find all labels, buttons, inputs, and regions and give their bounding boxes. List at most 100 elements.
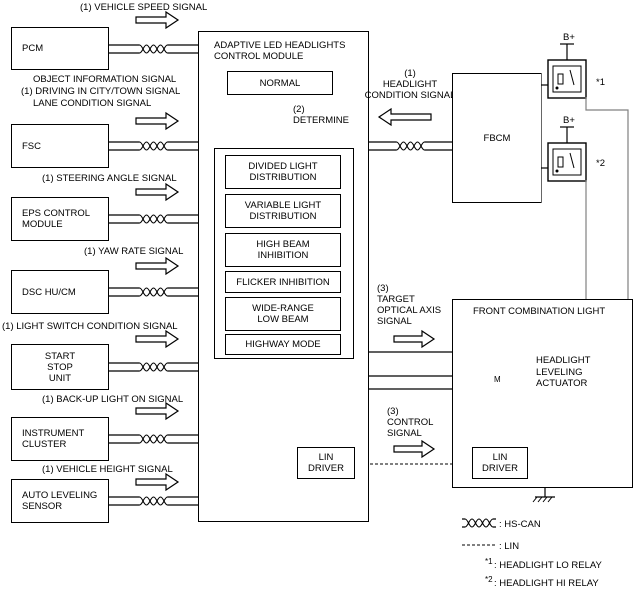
backup-light-signal-label: (1) BACK-UP LIGHT ON SIGNAL: [42, 394, 184, 405]
lin-driver-right-label: LIN DRIVER: [482, 452, 518, 474]
pcm-box: PCM: [11, 27, 109, 70]
relay-2-coil: [557, 156, 564, 168]
mode-label: VARIABLE LIGHT DISTRIBUTION: [244, 200, 322, 222]
object-info-can-twist: [139, 141, 168, 151]
legend-relay-hi-label: : HEADLIGHT HI RELAY: [494, 578, 599, 589]
light-switch-can-wire: [109, 362, 198, 372]
mode-label: HIGH BEAM INHIBITION: [256, 239, 310, 261]
relay-2-mark: *2: [596, 158, 605, 169]
steering-angle-can-twist: [139, 214, 168, 224]
vehicle-height-can-wire: [109, 496, 198, 506]
object-info-signal-line2: (1) DRIVING IN CITY/TOWN SIGNAL: [21, 86, 181, 97]
lin-driver-left-label: LIN DRIVER: [308, 452, 344, 474]
yaw-rate-signal-arrow: [135, 256, 180, 276]
control-signal-arrow: [393, 439, 436, 459]
mode-flicker-inhibition: FLICKER INHIBITION: [225, 271, 341, 293]
mode-wide-range-low-beam: WIDE-RANGE LOW BEAM: [225, 297, 341, 331]
dsc-box: DSC HU/CM: [11, 270, 109, 314]
legend-relay-lo-label: : HEADLIGHT LO RELAY: [494, 560, 602, 571]
instrument-cluster-label: INSTRUMENT CLUSTER: [22, 428, 85, 450]
object-info-can-wire: [109, 141, 198, 151]
fbcm-can-twist: [396, 141, 425, 151]
start-stop-label: START STOP UNIT: [44, 350, 76, 384]
object-info-signal-line3: LANE CONDITION SIGNAL: [33, 98, 152, 109]
vehicle-speed-can-wire: [109, 44, 198, 54]
pcm-label: PCM: [22, 43, 44, 54]
relay-1-output-wire: [585, 97, 629, 299]
target-axis-arrow: [393, 329, 436, 349]
auto-leveling-label: AUTO LEVELING SENSOR: [22, 490, 98, 512]
steering-angle-signal-label: (1) STEERING ANGLE SIGNAL: [42, 173, 177, 184]
normal-mode-label: NORMAL: [259, 77, 301, 89]
headlight-condition-signal-label: (1) HEADLIGHT CONDITION SIGNAL: [364, 68, 456, 101]
object-info-signal-arrow: [135, 111, 180, 131]
relay-1-inner: [552, 65, 582, 93]
mode-label: DIVIDED LIGHT DISTRIBUTION: [248, 161, 318, 183]
fbcm-can-wire: [369, 141, 452, 151]
mode-label: HIGHWAY MODE: [245, 339, 321, 350]
fsc-label: FSC: [22, 140, 41, 152]
instrument-cluster-box: INSTRUMENT CLUSTER: [11, 417, 109, 461]
headlight-condition-arrow: [377, 107, 432, 127]
normal-mode-box: NORMAL: [227, 71, 333, 95]
relay-1-dot: [555, 86, 559, 90]
start-stop-box: START STOP UNIT: [11, 344, 109, 390]
determine-label: (2) DETERMINE: [293, 104, 349, 126]
fsc-box: FSC: [11, 124, 109, 168]
light-switch-signal-arrow: [135, 329, 180, 349]
relay-2-inner: [552, 148, 582, 176]
lin-driver-right-box: LIN DRIVER: [472, 447, 528, 479]
relay-1-coil: [557, 73, 564, 85]
target-axis-signal-label: (3) TARGET OPTICAL AXIS SIGNAL: [377, 283, 442, 327]
mode-label: WIDE-RANGE LOW BEAM: [252, 303, 314, 325]
relay-2-dot: [555, 169, 559, 173]
legend-lin-label: : LIN: [499, 541, 520, 552]
light-switch-can-twist: [139, 362, 168, 372]
dsc-label: DSC HU/CM: [22, 286, 76, 298]
front-combination-light-label: FRONT COMBINATION LIGHT: [473, 306, 606, 317]
b-plus-2-label: B+: [563, 115, 575, 126]
headlight-leveling-actuator-label: HEADLIGHT LEVELING ACTUATOR: [536, 355, 591, 389]
mode-high-beam-inhibition: HIGH BEAM INHIBITION: [225, 233, 341, 267]
fbcm-label: FBCM: [483, 132, 511, 144]
auto-leveling-box: AUTO LEVELING SENSOR: [11, 479, 109, 523]
mode-variable-light: VARIABLE LIGHT DISTRIBUTION: [225, 194, 341, 228]
control-signal-label: (3) CONTROL SIGNAL: [387, 406, 434, 439]
yaw-rate-can-twist: [139, 287, 168, 297]
backup-light-can-twist: [139, 434, 168, 444]
relay-2-contact: [569, 152, 575, 169]
vehicle-speed-signal-arrow: [135, 10, 180, 30]
legend-hs-can-label: : HS-CAN: [499, 519, 541, 530]
backup-light-can-wire: [109, 434, 198, 444]
light-switch-signal-label: (1) LIGHT SWITCH CONDITION SIGNAL: [2, 321, 178, 332]
lin-driver-left-box: LIN DRIVER: [297, 447, 355, 479]
vehicle-speed-can-twist: [139, 44, 168, 54]
mode-highway: HIGHWAY MODE: [225, 334, 341, 355]
fbcm-box: FBCM: [452, 73, 541, 203]
vehicle-height-signal-arrow: [135, 472, 180, 492]
object-info-signal-line1: OBJECT INFORMATION SIGNAL: [33, 74, 177, 85]
steering-angle-can-wire: [109, 214, 198, 224]
eps-label: EPS CONTROL MODULE: [22, 208, 91, 230]
legend-mark-1: *1: [485, 557, 493, 566]
steering-angle-signal-arrow: [135, 182, 180, 202]
vehicle-height-can-twist: [139, 496, 168, 506]
mode-label: FLICKER INHIBITION: [236, 276, 330, 288]
eps-box: EPS CONTROL MODULE: [11, 197, 109, 241]
legend-mark-2: *2: [485, 575, 493, 584]
motor-symbol-label: M: [494, 375, 501, 384]
relay-1-contact: [569, 69, 575, 86]
mode-divided-light: DIVIDED LIGHT DISTRIBUTION: [225, 155, 341, 189]
vehicle-speed-signal-label: (1) VEHICLE SPEED SIGNAL: [80, 2, 208, 13]
backup-light-signal-arrow: [135, 401, 180, 421]
yaw-rate-can-wire: [109, 287, 198, 297]
control-module-title: ADAPTIVE LED HEADLIGHTS CONTROL MODULE: [214, 40, 346, 62]
vehicle-height-signal-label: (1) VEHICLE HEIGHT SIGNAL: [42, 464, 173, 475]
ground-hatch: [532, 496, 553, 503]
legend-can-wire: [462, 518, 496, 528]
relay-1-mark: *1: [596, 77, 605, 88]
yaw-rate-signal-label: (1) YAW RATE SIGNAL: [84, 246, 184, 257]
legend-can-twist: [464, 518, 494, 528]
b-plus-1-label: B+: [563, 32, 575, 43]
